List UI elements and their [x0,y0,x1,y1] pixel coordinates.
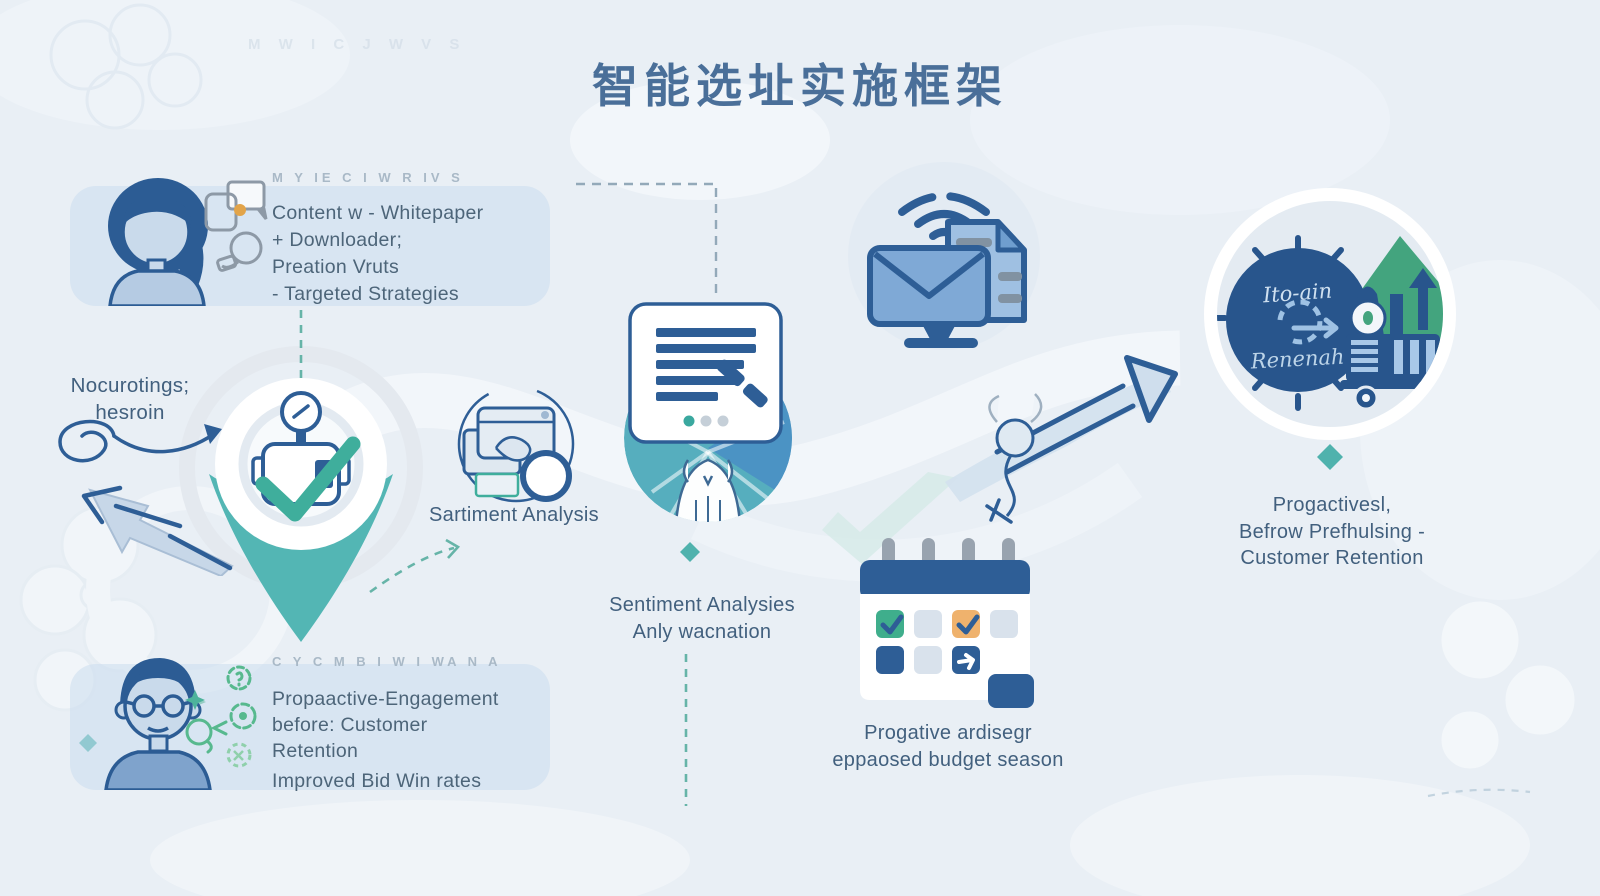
card-line: before: Customer [272,714,428,736]
card-line: Preation Vruts [272,256,400,278]
note-line: Progactivesl, [1272,494,1392,516]
swoosh-arrow-icon [945,355,1178,524]
gauge-icon [251,391,351,506]
card-line: Improved Bid Win rates [272,770,482,792]
email-monitor-wifi-icon [867,192,1027,348]
diamond-accent-center [680,542,700,562]
refresh-arrow-icon [1277,299,1339,345]
loop-arrow-icon [58,419,222,463]
note-line: hesroin [95,401,165,424]
note-line: Sentiment Analysies [609,594,795,616]
card-line: Content w - Whitepaper [272,202,484,224]
card-line: + Downloader; [272,229,403,251]
note-line: eppaosed budget season [832,749,1064,771]
card-line: - Targeted Strategies [272,283,459,305]
right-note: Progactivesl, Befrow Prefhulsing - Custo… [1208,492,1456,572]
faint-checkmark-shape [822,472,958,564]
man-avatar-icon [104,658,212,790]
sentiment-label: Sartiment Analysis [429,504,599,526]
note-line: Anly wacnation [632,621,772,643]
dashed-connector-top [576,182,718,298]
card-line: Retention [272,740,359,762]
center-note: Sentiment Analysies Anly wacnation [588,592,816,646]
chat-bubbles-icon [204,180,268,272]
clock-top-text: Ito-ain [1261,279,1333,308]
card-line: Propaactive-Engagement [272,688,499,710]
sketch-pin-doodle [985,393,1043,524]
calendar-schedule-icon [860,538,1034,708]
top-left-card-text: Content w - Whitepaper + Downloader; Pre… [272,200,483,308]
flower-doodle-bottom-right [1438,598,1578,772]
clock-ticks [1217,235,1386,411]
calendar-note: Progative ardisegr eppaosed budget seaso… [788,720,1108,774]
clock-bottom-text: Renenah [1249,345,1345,374]
dashed-connector-bottom-right [1427,788,1531,798]
envelope-monitor-icon [867,245,991,348]
bottom-left-card-header: C Y C M B I W I WA N A [272,654,502,669]
big-arrow-left-icon [81,485,234,576]
gear-doodles-icon [185,665,257,768]
pen-icon [716,359,768,408]
woman-avatar-icon [108,178,208,306]
bottom-left-card-text: Propaactive-Engagement before: Customer … [272,686,499,794]
flower-doodle-top-left [49,3,203,130]
note-line: Customer Retention [1240,547,1424,569]
dashed-arrowhead [445,538,461,559]
checkmark-icon [255,436,361,522]
document-annotation-icon [628,302,783,444]
note-line: Nocurotings; [70,374,190,397]
diamond-accent-right [1317,444,1343,470]
page-title: 智能选址实施框架 [592,60,1008,112]
note-line: Befrow Prefhulsing - [1238,520,1426,543]
clock-face [1226,248,1370,392]
clock-truck-growth-chart-icon: Ito-ain Renenah [1204,188,1456,440]
location-pin-check-icon [209,378,393,642]
top-left-card-header: M Y IE C I W R IV S [272,170,464,185]
abstract-figure [674,458,742,522]
browser-magnifier-icon [457,385,575,503]
faint-watermark-text: M W I C J W V S [248,36,467,53]
left-note: Nocurotings; hesroin [28,372,232,426]
note-line: Progative ardisegr [864,722,1032,744]
